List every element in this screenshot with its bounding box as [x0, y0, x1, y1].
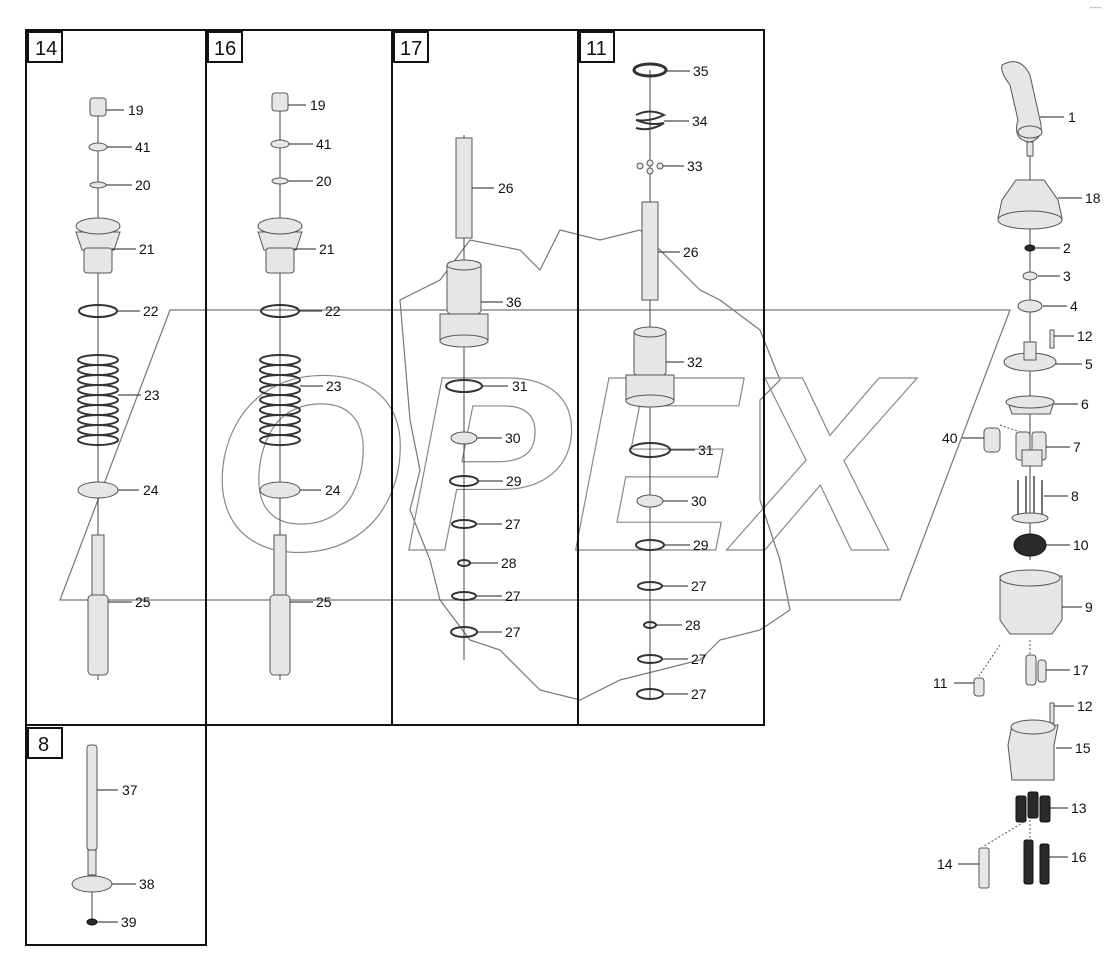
section-16-callouts: 19 41 20 21 22 23 24 25	[288, 97, 342, 610]
callout-8-39: 39	[121, 914, 137, 930]
callout-16-41: 41	[316, 136, 332, 152]
callout-11-34: 34	[692, 113, 708, 129]
callout-14-23: 23	[144, 387, 160, 403]
callout-16-21: 21	[319, 241, 335, 257]
callout-main-12a: 12	[1077, 328, 1093, 344]
section-14-parts	[75, 97, 121, 680]
section-17-parts	[439, 135, 489, 660]
callout-16-20: 20	[316, 173, 332, 189]
callout-main-6: 6	[1081, 396, 1089, 412]
section-14-callouts: 19 41 20 21 22 23 24 25	[106, 102, 160, 610]
callout-11-29: 29	[693, 537, 709, 553]
section-label-8: 8	[38, 734, 49, 756]
callout-14-19: 19	[128, 102, 144, 118]
callout-8-37: 37	[122, 782, 138, 798]
section-8-callouts: 37 38 39	[97, 782, 155, 930]
callout-17-27b: 27	[505, 588, 521, 604]
callout-8-38: 38	[139, 876, 155, 892]
callout-16-23: 23	[326, 378, 342, 394]
section-label-16: 16	[214, 38, 236, 60]
corner-mark: -----	[1090, 5, 1102, 12]
section-label-14: 14	[35, 38, 57, 60]
callout-11-32: 32	[687, 354, 703, 370]
callout-17-26: 26	[498, 180, 514, 196]
callout-14-22: 22	[143, 303, 159, 319]
frame-11	[577, 29, 765, 726]
callout-11-33: 33	[687, 158, 703, 174]
callout-16-22: 22	[325, 303, 341, 319]
callout-main-16: 16	[1071, 849, 1087, 865]
callout-14-20: 20	[135, 177, 151, 193]
callout-main-1: 1	[1068, 109, 1076, 125]
callout-main-15: 15	[1075, 740, 1091, 756]
callout-main-4: 4	[1070, 298, 1078, 314]
callout-main-12b: 12	[1077, 698, 1093, 714]
callout-17-30: 30	[505, 430, 521, 446]
opex-watermark: OPEX	[59, 229, 1011, 701]
callout-11-35: 35	[693, 63, 709, 79]
frame-8	[25, 724, 207, 946]
section-8-parts	[71, 744, 113, 926]
callout-main-11: 11	[933, 675, 948, 691]
callout-11-28: 28	[685, 617, 701, 633]
callout-11-26: 26	[683, 244, 699, 260]
callout-main-2: 2	[1063, 240, 1071, 256]
callout-14-25: 25	[135, 594, 151, 610]
callout-14-24: 24	[143, 482, 159, 498]
callout-main-9: 9	[1085, 599, 1093, 615]
section-label-11: 11	[586, 38, 607, 60]
callout-main-17: 17	[1073, 662, 1089, 678]
callout-17-36: 36	[506, 294, 522, 310]
callout-main-7: 7	[1073, 439, 1081, 455]
callout-16-24: 24	[325, 482, 341, 498]
section-17-callouts: 26 36 31 30 29 27 28 27 27	[470, 180, 528, 640]
section-labels: 14 16 17 11 8	[27, 31, 615, 759]
main-assembly-parts	[973, 61, 1063, 889]
callout-main-5: 5	[1085, 356, 1093, 372]
section-16-parts	[257, 92, 303, 680]
callout-16-19: 19	[310, 97, 326, 113]
section-11-callouts: 35 34 33 26 32 31 30 29 27 28 27 27	[656, 63, 714, 702]
callout-17-31: 31	[512, 378, 528, 394]
callout-main-13: 13	[1071, 800, 1087, 816]
callout-main-14: 14	[937, 856, 953, 872]
callout-main-10: 10	[1073, 537, 1089, 553]
callout-main-18: 18	[1085, 190, 1101, 206]
callout-11-30: 30	[691, 493, 707, 509]
callout-14-41: 41	[135, 139, 151, 155]
section-11-parts	[625, 62, 675, 700]
callout-16-25: 25	[316, 594, 332, 610]
callout-11-27b: 27	[691, 651, 707, 667]
callout-11-31: 31	[698, 442, 714, 458]
callout-11-27a: 27	[691, 578, 707, 594]
callout-17-29: 29	[506, 473, 522, 489]
callout-main-3: 3	[1063, 268, 1071, 284]
callout-14-21: 21	[139, 241, 155, 257]
callout-17-27c: 27	[505, 624, 521, 640]
callout-11-27c: 27	[691, 686, 707, 702]
watermark-text: OPEX	[210, 324, 918, 603]
section-frames	[25, 29, 765, 946]
main-assembly-callouts: 1 18 2 3 4 12 5 6 40 7 8 10 9 11 17 12 1…	[933, 109, 1101, 872]
callout-main-8: 8	[1071, 488, 1079, 504]
callout-17-28: 28	[501, 555, 517, 571]
section-label-17: 17	[400, 38, 422, 60]
callout-17-27a: 27	[505, 516, 521, 532]
callout-main-40: 40	[942, 430, 958, 446]
